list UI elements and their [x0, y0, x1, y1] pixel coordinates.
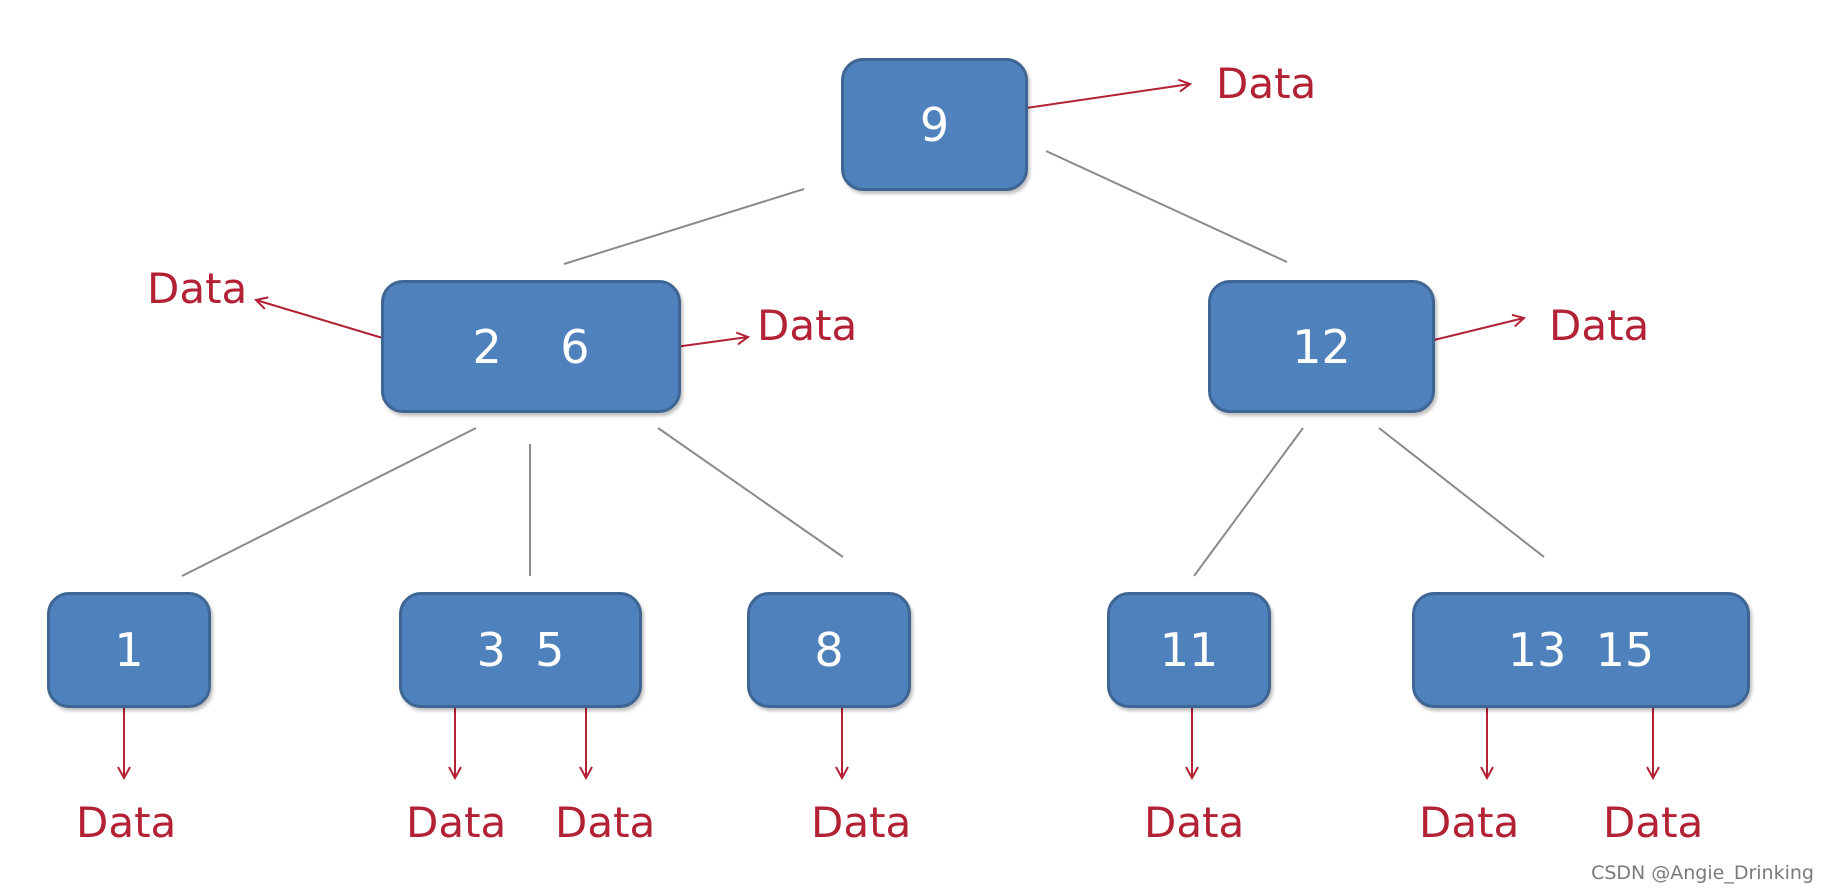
data-label-leaf-15: Data — [1603, 798, 1704, 847]
watermark: CSDN @Angie_Drinking — [1591, 862, 1814, 884]
data-label-mid-right: Data — [1549, 301, 1650, 350]
data-label-root: Data — [1216, 59, 1317, 108]
node-mid-right: 12 — [1208, 280, 1435, 413]
connector-mid-right-to-leaf-1315 — [1378, 427, 1545, 558]
data-label-leaf-11: Data — [1144, 798, 1245, 847]
data-label-leaf-5: Data — [555, 798, 656, 847]
connector-mid-right-to-leaf-11 — [1193, 427, 1304, 577]
connector-mid-left-to-leaf-1 — [181, 427, 477, 577]
data-label-leaf-1: Data — [76, 798, 177, 847]
data-label-mid-left-right: Data — [757, 301, 858, 350]
node-leaf-3-5: 3 5 — [399, 592, 642, 708]
connector-root-to-mid-left — [563, 188, 805, 265]
data-label-leaf-8: Data — [811, 798, 912, 847]
node-root: 9 — [841, 58, 1028, 191]
connector-mid-left-to-leaf-8 — [657, 427, 844, 558]
node-mid-left: 2 6 — [381, 280, 681, 413]
node-leaf-13-15: 13 15 — [1412, 592, 1750, 708]
node-leaf-1: 1 — [47, 592, 211, 708]
node-leaf-11: 11 — [1107, 592, 1271, 708]
data-label-leaf-13: Data — [1419, 798, 1520, 847]
data-label-leaf-3: Data — [406, 798, 507, 847]
data-label-mid-left-left: Data — [147, 264, 248, 313]
node-leaf-8: 8 — [747, 592, 911, 708]
connector-root-to-mid-right — [1045, 150, 1288, 263]
